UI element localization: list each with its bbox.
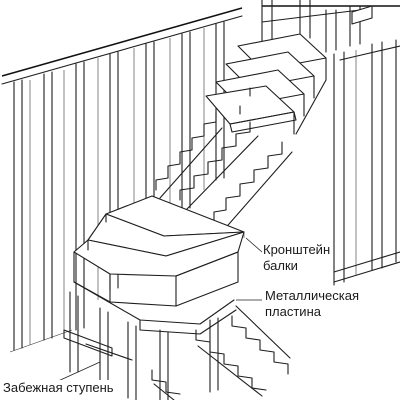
label-plate-line1: Металлическая bbox=[265, 288, 359, 303]
lower-flight bbox=[151, 305, 291, 400]
label-winder-step: Забежная ступень bbox=[2, 380, 115, 396]
left-wall-framing bbox=[1, 7, 243, 353]
right-wall-framing bbox=[262, 5, 400, 286]
lower-framing bbox=[63, 291, 219, 400]
label-plate: Металлическая пластина bbox=[264, 288, 360, 320]
label-plate-line2: пластина bbox=[265, 304, 321, 319]
winder-steps bbox=[73, 195, 245, 335]
upper-landing bbox=[261, 0, 373, 53]
label-winder-text: Забежная ступень bbox=[3, 380, 114, 395]
upper-flight bbox=[205, 33, 327, 135]
label-bracket: Кронштейн балки bbox=[262, 242, 332, 274]
label-bracket-line1: Кронштейн bbox=[263, 242, 331, 257]
label-bracket-line2: балки bbox=[263, 258, 298, 273]
leader-lines bbox=[55, 237, 263, 383]
